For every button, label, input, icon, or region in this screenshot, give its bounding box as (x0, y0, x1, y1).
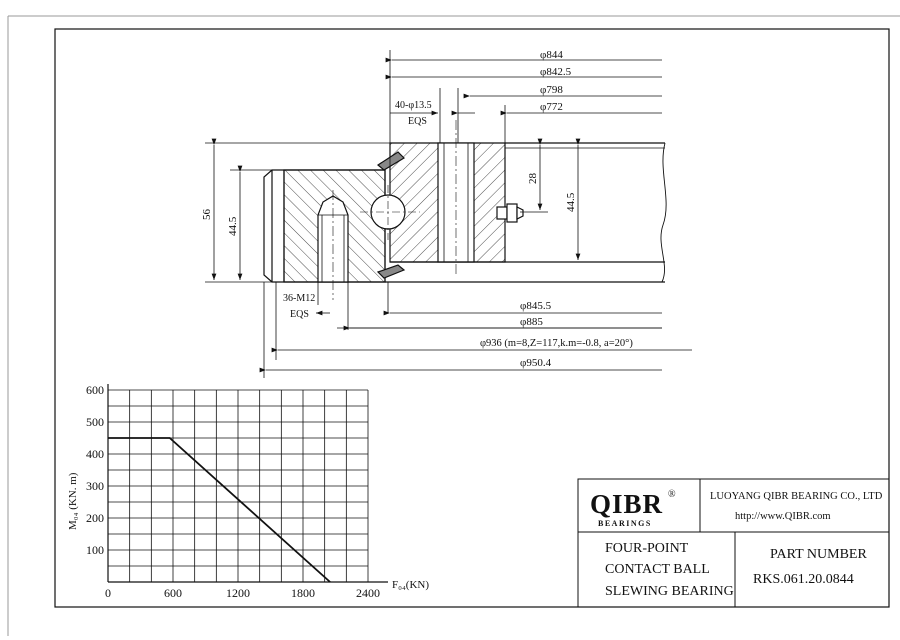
part-number: RKS.061.20.0844 (753, 572, 854, 587)
y-tick-label: 300 (86, 479, 104, 493)
chart-axes (107, 384, 388, 583)
company-name: LUOYANG QIBR BEARING CO., LTD (710, 491, 883, 502)
dim-28: 28 (527, 173, 539, 185)
chart-ticks: 0 600 1200 1800 2400 100 200 300 400 500 600 (86, 383, 380, 600)
dim-holes-inner-eqs: EQS (290, 309, 309, 320)
dim-holes-inner: 36-M12 (283, 293, 315, 304)
chart-x-label: F₀₄(KN) (392, 579, 429, 591)
series-line (108, 437, 331, 583)
dim-44-5-left: 44.5 (227, 216, 239, 236)
bearing-cross-section (263, 120, 667, 300)
y-tick-label: 200 (86, 511, 104, 525)
product-line-2: CONTACT BALL (605, 562, 710, 577)
x-tick-label: 2400 (356, 586, 380, 600)
y-tick-label: 400 (86, 447, 104, 461)
dim-holes-outer: 40-φ13.5 (395, 100, 432, 111)
dim-936: φ936 (m=8,Z=117,k.m=-0.8, a=20°) (480, 338, 633, 349)
dim-845-5: φ845.5 (520, 300, 552, 312)
x-tick-label: 1800 (291, 586, 315, 600)
dimension-lines (205, 50, 692, 378)
dim-44-5-right: 44.5 (565, 192, 577, 212)
chart-y-label: M₀₄ (KN. m) (67, 472, 79, 530)
dimension-labels: φ844 φ842.5 φ798 φ772 40-φ13.5 EQS 28 44… (201, 49, 633, 369)
part-number-label: PART NUMBER (770, 547, 867, 562)
dim-950-4: φ950.4 (520, 357, 552, 369)
x-tick-label: 600 (164, 586, 182, 600)
upper-seal (376, 151, 405, 171)
x-tick-label: 1200 (226, 586, 250, 600)
title-block (577, 478, 890, 608)
logo-subtitle: BEARINGS (598, 519, 652, 528)
dim-798: φ798 (540, 84, 563, 96)
chart-grid (108, 389, 369, 582)
lower-seal (376, 264, 406, 279)
product-line-1: FOUR-POINT (605, 541, 689, 556)
product-line-3: SLEWING BEARING (605, 584, 734, 599)
y-tick-label: 500 (86, 415, 104, 429)
title-block-text: QIBR ® BEARINGS LUOYANG QIBR BEARING CO.… (590, 489, 883, 599)
dim-holes-outer-eqs: EQS (408, 116, 427, 127)
dim-885: φ885 (520, 316, 543, 328)
chart-series (108, 437, 331, 583)
load-capacity-chart: 0 600 1200 1800 2400 100 200 300 400 500 600 M₀₄ (… (67, 383, 429, 600)
registered-mark: ® (668, 489, 676, 500)
y-tick-label: 100 (86, 543, 104, 557)
company-website: http://www.QIBR.com (735, 511, 831, 522)
dim-56: 56 (201, 209, 213, 221)
x-tick-label: 0 (105, 586, 111, 600)
dim-772: φ772 (540, 101, 563, 113)
dim-842-5: φ842.5 (540, 66, 572, 78)
dim-844: φ844 (540, 49, 563, 61)
company-logo: QIBR (590, 489, 663, 519)
grease-nipple (506, 203, 518, 223)
drawing-border (54, 28, 890, 608)
y-tick-label: 600 (86, 383, 104, 397)
